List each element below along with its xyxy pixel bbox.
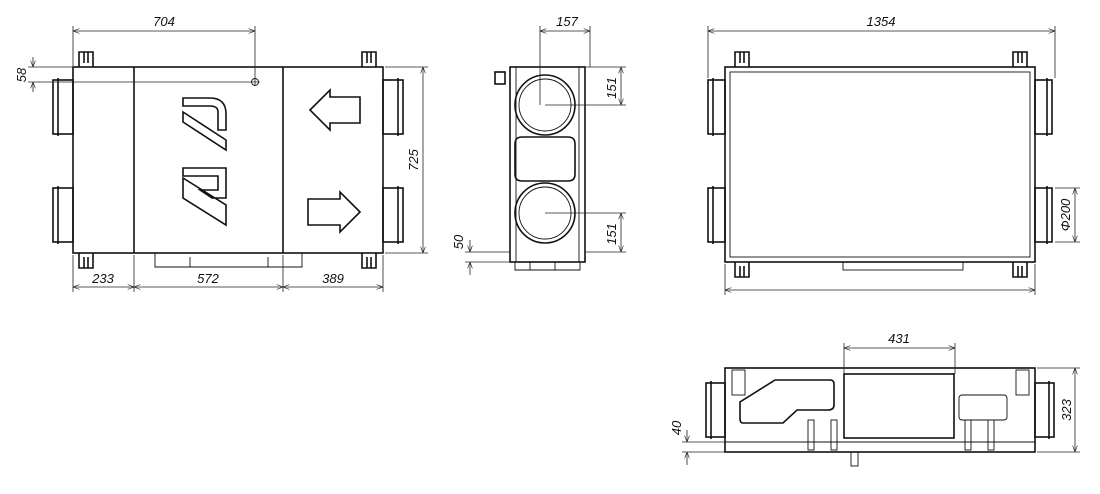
duct-connectors [52,78,404,244]
dim-diameter-200: Φ200 [1058,198,1073,231]
dim-323: 323 [1059,398,1074,420]
dim-704: 704 [153,14,175,29]
dim-1354: 1354 [867,14,896,29]
dim-233: 233 [91,271,114,286]
bracket-plate [731,369,746,396]
arrow-left-icon [308,88,361,132]
filter-compartment [843,373,955,439]
unit-body [724,66,1036,263]
bracket-plate [1015,369,1030,396]
side-view: 157 151 151 50 [451,14,626,275]
mounting-brackets [734,51,1028,278]
mounting-feet [807,419,995,467]
air-logo [182,97,227,227]
unit-body [509,66,586,263]
dim-725: 725 [406,148,421,170]
service-box [154,253,303,268]
top-view: 704 58 725 233 572 389 [14,14,428,292]
dim-389: 389 [322,271,344,286]
mounting-brackets [78,51,377,269]
dim-157: 157 [556,14,578,29]
duct-connectors [707,78,1053,244]
front-view: 431 323 40 [669,331,1080,467]
service-box [842,261,964,271]
drain-fitting [494,71,506,85]
unit-body [724,367,1036,453]
center-panel [514,136,576,182]
dim-151-upper: 151 [604,77,619,99]
dim-50: 50 [451,234,466,249]
dim-58: 58 [14,67,29,82]
duct-connectors [705,381,1055,439]
rear-view: 1354 Φ200 [707,14,1080,295]
dim-151-lower: 151 [604,223,619,245]
dim-431: 431 [888,331,910,346]
dim-572: 572 [197,271,219,286]
access-panel [739,379,835,424]
arrow-right-icon [307,190,362,234]
control-box [958,394,1008,421]
dim-40: 40 [669,420,684,435]
unit-body [72,66,384,254]
